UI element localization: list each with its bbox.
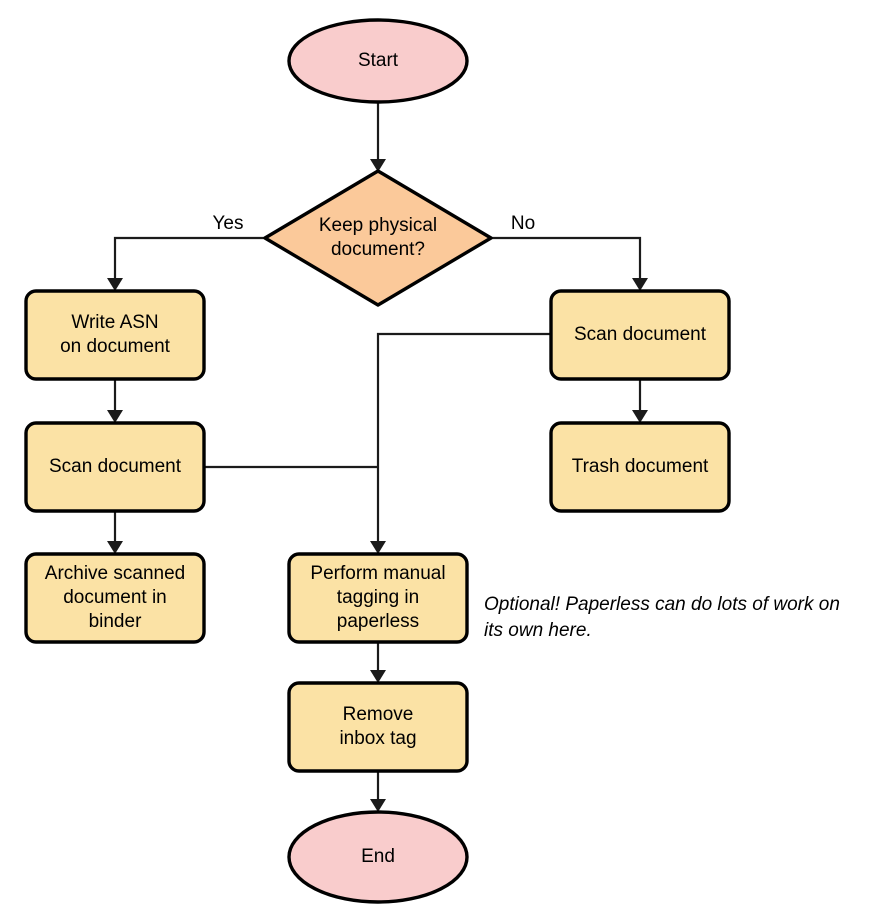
- node-trash-document[interactable]: Trash document: [549, 421, 731, 513]
- node-label-line: Perform manual: [310, 563, 445, 584]
- process-shape: [24, 421, 206, 513]
- edge-path: [490, 236, 642, 285]
- annotation-line: Optional! Paperless can do lots of work …: [484, 594, 840, 615]
- edge-label-no: No: [511, 213, 535, 234]
- node-label-line: inbox tag: [339, 728, 416, 749]
- process-shape: [287, 681, 469, 773]
- edge-arrowhead: [107, 410, 123, 423]
- node-label-line: on document: [60, 336, 171, 357]
- node-perform-manual-tagging-in-paperless[interactable]: Perform manual tagging in paperless: [287, 552, 469, 644]
- node-label-line: Scan document: [574, 324, 707, 345]
- node-label-line: binder: [89, 611, 142, 632]
- edge-path: [113, 236, 265, 285]
- node-label-line: document in: [63, 587, 167, 608]
- node-label-line: document?: [331, 239, 425, 260]
- annotation-optional-note: Optional! Paperless can do lots of work …: [484, 594, 840, 641]
- node-scan-document-left[interactable]: Scan document: [24, 421, 206, 513]
- node-label-line: Write ASN: [71, 312, 158, 333]
- edge-arrowhead: [370, 159, 386, 172]
- edges-layer: Yes No: [107, 103, 648, 812]
- node-scan-document-right[interactable]: Scan document: [549, 289, 731, 381]
- node-label-line: Start: [358, 50, 399, 71]
- terminator-shape: [287, 810, 469, 904]
- edge-path: [376, 332, 551, 548]
- edge-arrowhead: [632, 278, 648, 291]
- node-label-line: paperless: [337, 611, 419, 632]
- node-start[interactable]: Start: [287, 18, 469, 104]
- edge-tagging-to-remove-inbox-tag: [370, 642, 386, 683]
- node-remove-inbox-tag[interactable]: Remove inbox tag: [287, 681, 469, 773]
- node-label-line: Remove: [343, 704, 414, 725]
- edge-arrowhead: [370, 799, 386, 812]
- node-label-line: Trash document: [572, 456, 709, 477]
- process-shape: [24, 552, 206, 644]
- decision-shape: [263, 169, 493, 307]
- edge-arrowhead: [107, 541, 123, 554]
- node-label-line: tagging in: [337, 587, 419, 608]
- node-archive-scanned-document-in-binder[interactable]: Archive scanned document in binder: [24, 552, 206, 644]
- edge-arrowhead: [632, 410, 648, 423]
- edge-label-yes: Yes: [213, 213, 244, 234]
- process-shape: [549, 421, 731, 513]
- node-label-line: Keep physical: [319, 215, 437, 236]
- edge-scan-document-left-to-archive: [107, 511, 123, 554]
- node-label-line: Archive scanned: [45, 563, 185, 584]
- edge-decision-yes-to-write-asn: Yes: [107, 213, 265, 291]
- edge-write-asn-to-scan-document-left: [107, 379, 123, 423]
- edge-arrowhead: [370, 541, 386, 554]
- process-shape: [549, 289, 731, 381]
- edge-arrowhead: [107, 278, 123, 291]
- edge-start-to-decision: [370, 103, 386, 172]
- process-shape: [24, 289, 206, 381]
- process-shape: [287, 552, 469, 644]
- edge-remove-inbox-tag-to-end: [370, 771, 386, 812]
- edge-scan-document-right-to-trash: [632, 379, 648, 423]
- terminator-shape: [287, 18, 469, 104]
- edge-decision-no-to-scan-document-right: No: [490, 213, 648, 291]
- node-end[interactable]: End: [287, 810, 469, 904]
- node-write-asn-on-document[interactable]: Write ASN on document: [24, 289, 206, 381]
- node-label-line: End: [361, 846, 395, 867]
- edge-arrowhead: [370, 670, 386, 683]
- annotation-line: its own here.: [484, 620, 592, 641]
- node-keep-physical-document[interactable]: Keep physical document?: [263, 169, 493, 307]
- annotations-layer: Optional! Paperless can do lots of work …: [484, 594, 840, 641]
- edge-scan-document-right-to-tagging: [370, 332, 551, 554]
- node-label-line: Scan document: [49, 456, 182, 477]
